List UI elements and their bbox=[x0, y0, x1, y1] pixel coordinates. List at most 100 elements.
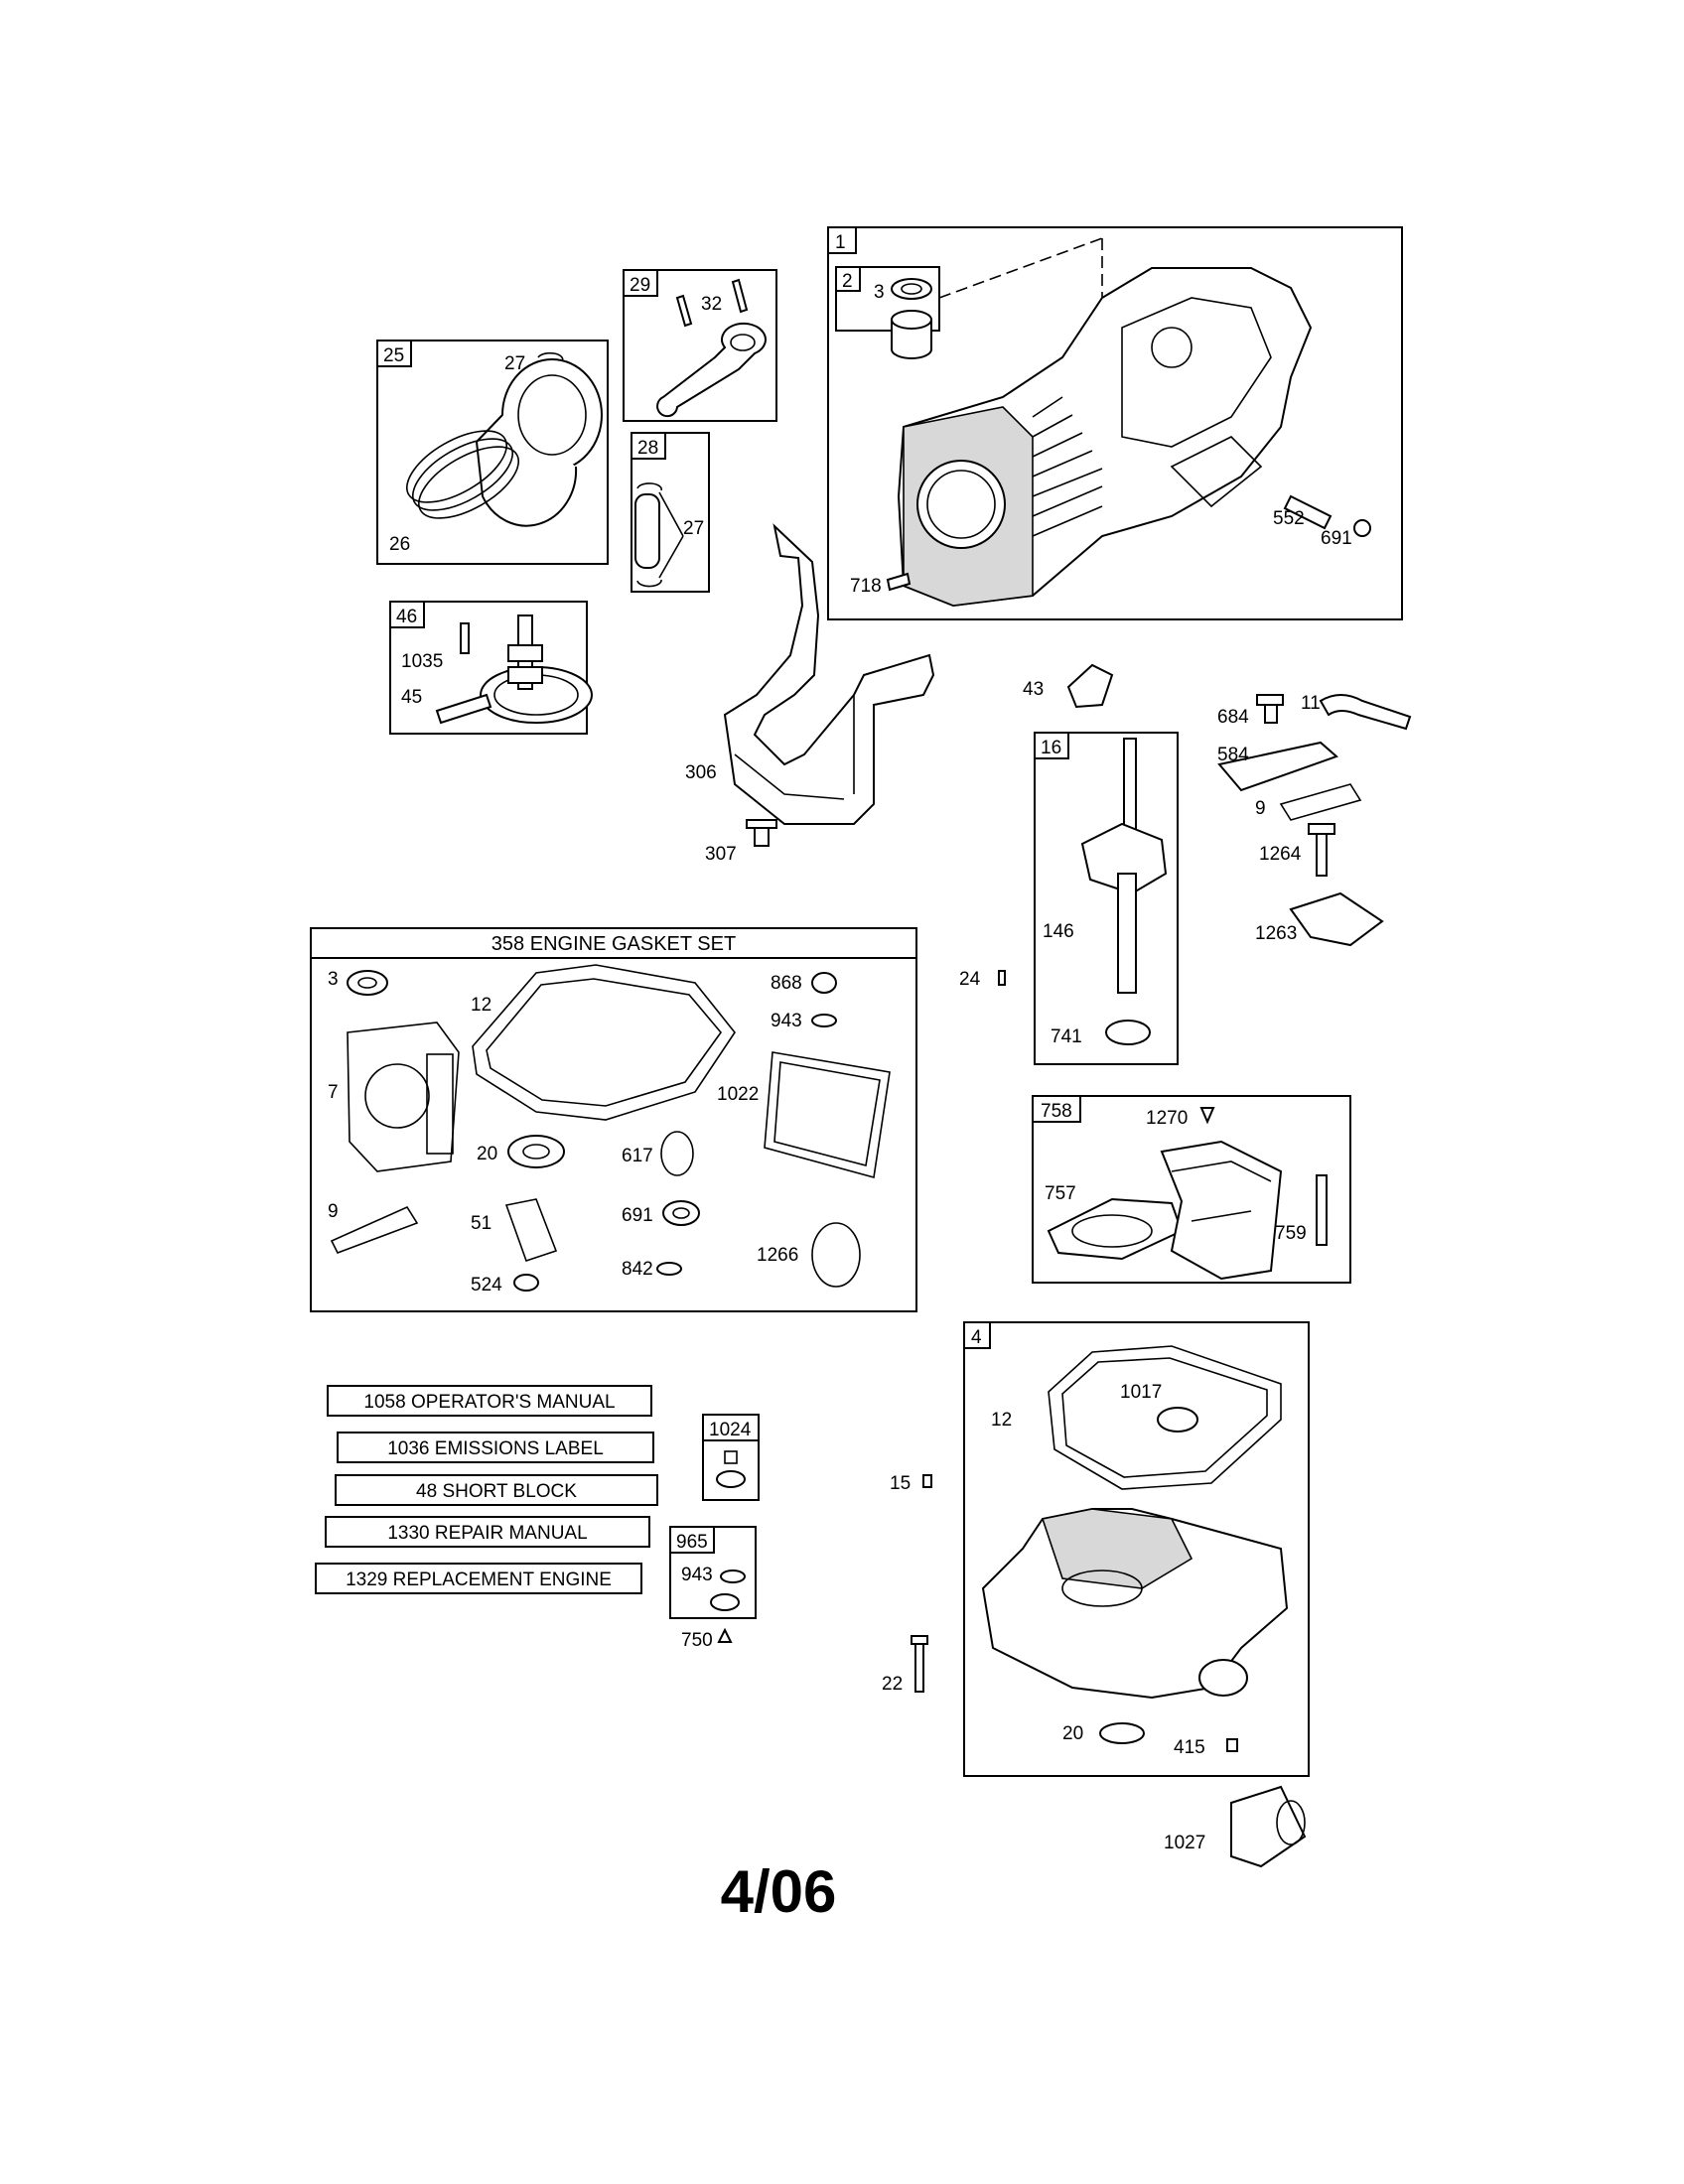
part-label-27: 27 bbox=[504, 353, 525, 374]
gasket-label-20: 20 bbox=[477, 1144, 497, 1164]
part-label-307: 307 bbox=[705, 844, 737, 865]
part-label-1035: 1035 bbox=[401, 651, 443, 672]
seal-ring-shape bbox=[891, 278, 932, 300]
blower-housing-306: 306 307 bbox=[685, 523, 935, 865]
breather-parts: 43 684 11 584 9 1264 1263 bbox=[1023, 663, 1412, 947]
part-label-26: 26 bbox=[389, 534, 410, 555]
governor-plate-shape bbox=[1047, 1197, 1184, 1261]
part-label-584: 584 bbox=[1217, 745, 1249, 765]
part-label-27b: 27 bbox=[683, 518, 704, 539]
box-1-label: 1 bbox=[835, 232, 846, 253]
part-label-32: 32 bbox=[701, 294, 722, 315]
governor-bracket-shape bbox=[1160, 1140, 1283, 1281]
gasket-label-1022: 1022 bbox=[717, 1084, 759, 1105]
part-label-741: 741 bbox=[1051, 1026, 1082, 1047]
box-1024: 1024 bbox=[702, 1414, 760, 1501]
box-2-label: 2 bbox=[842, 271, 853, 292]
manual-items-list: 1058 OPERATOR'S MANUAL 1036 EMISSIONS LA… bbox=[315, 1385, 658, 1594]
box-4-crankcase-cover: 4 12 1017 20 415 bbox=[963, 1321, 1310, 1777]
piston-pin-shape bbox=[634, 493, 660, 569]
box-28-piston-pin: 28 27 bbox=[631, 432, 710, 593]
governor-lever-shape bbox=[1066, 663, 1114, 709]
sump-gasket-shape bbox=[1048, 1345, 1282, 1490]
governor-pin-shape bbox=[1316, 1174, 1328, 1246]
manual-item-replacement-engine: 1329 REPLACEMENT ENGINE bbox=[346, 1570, 612, 1590]
box-1-cylinder-assembly: 1 2 3 552 691 718 bbox=[827, 226, 1403, 620]
manual-item-short-block: 48 SHORT BLOCK bbox=[416, 1481, 577, 1502]
manual-item-emissions-label: 1036 EMISSIONS LABEL bbox=[387, 1438, 604, 1459]
valve-cover-gasket-shape bbox=[764, 1051, 891, 1179]
gasket-set-358: 358 ENGINE GASKET SET 3 12 7 20 9 51 524… bbox=[310, 927, 917, 1312]
box-16-crankshaft: 16 146 741 bbox=[1034, 732, 1179, 1065]
blower-housing-shape bbox=[723, 523, 935, 825]
gasket-label-524: 524 bbox=[471, 1275, 502, 1296]
gasket-set-title: 358 ENGINE GASKET SET bbox=[491, 933, 736, 955]
gasket-label-691: 691 bbox=[622, 1205, 653, 1226]
part-label-43: 43 bbox=[1023, 679, 1044, 700]
box-16-label: 16 bbox=[1041, 738, 1061, 758]
part-label-1027: 1027 bbox=[1164, 1833, 1205, 1853]
manual-item-operators-manual: 1058 OPERATOR'S MANUAL bbox=[363, 1392, 615, 1413]
part-label-306: 306 bbox=[685, 762, 717, 783]
crankcase-gasket-shape bbox=[472, 964, 736, 1121]
part-label-1264: 1264 bbox=[1259, 844, 1302, 865]
part-label-415: 415 bbox=[1174, 1737, 1205, 1758]
oil-filter-1027: 1027 bbox=[1164, 1785, 1307, 1868]
part-label-1017: 1017 bbox=[1120, 1382, 1162, 1403]
gasket-label-842: 842 bbox=[622, 1259, 653, 1280]
cylinder-sleeve-shape bbox=[891, 319, 932, 359]
breather-body-shape bbox=[1289, 891, 1384, 947]
part-label-20b: 20 bbox=[1062, 1723, 1083, 1744]
part-label-757: 757 bbox=[1045, 1183, 1076, 1204]
piston-ring-shape bbox=[405, 430, 508, 503]
gasket-label-9: 9 bbox=[328, 1201, 339, 1222]
part-label-45: 45 bbox=[401, 687, 422, 708]
gasket-label-1266: 1266 bbox=[757, 1245, 798, 1266]
part-label-146: 146 bbox=[1043, 921, 1074, 942]
part-label-9: 9 bbox=[1255, 798, 1266, 819]
connecting-rod-shape bbox=[656, 323, 768, 418]
box-46-camshaft: 46 1035 45 bbox=[389, 601, 593, 735]
part-label-684: 684 bbox=[1217, 707, 1249, 728]
part-label-11: 11 bbox=[1301, 693, 1321, 714]
box-4-label: 4 bbox=[971, 1327, 982, 1348]
date-code: 4/06 bbox=[721, 1858, 837, 1925]
box-46-label: 46 bbox=[396, 607, 417, 627]
box-758-governor: 758 1270 757 759 bbox=[1032, 1095, 1351, 1284]
box-965: 965 943 bbox=[669, 1526, 757, 1619]
part-label-750: 750 bbox=[681, 1630, 713, 1651]
part-label-1263: 1263 bbox=[1255, 923, 1297, 944]
breather-cover-shape bbox=[1217, 741, 1338, 792]
breather-tube-shape bbox=[1319, 694, 1412, 731]
gasket-label-7: 7 bbox=[328, 1082, 339, 1103]
crank-gear-shape bbox=[1105, 1020, 1151, 1045]
part-label-15: 15 bbox=[890, 1473, 911, 1494]
box-29-connecting-rod: 29 32 bbox=[623, 269, 777, 422]
part-label-759: 759 bbox=[1275, 1223, 1307, 1244]
box-29-label: 29 bbox=[630, 275, 650, 296]
part-label-552: 552 bbox=[1273, 508, 1305, 529]
part-label-718: 718 bbox=[850, 576, 882, 597]
box-965-label: 965 bbox=[676, 1532, 708, 1553]
box-1024-label: 1024 bbox=[709, 1420, 752, 1440]
oil-filter-shape bbox=[1230, 1785, 1307, 1868]
part-label-691: 691 bbox=[1321, 528, 1352, 549]
box-25-label: 25 bbox=[383, 345, 404, 366]
gasket-label-617: 617 bbox=[622, 1146, 653, 1166]
gasket-label-51: 51 bbox=[471, 1213, 491, 1234]
part-label-3: 3 bbox=[874, 282, 885, 303]
box-28-label: 28 bbox=[637, 438, 658, 459]
box-25-piston-assembly: 25 27 26 bbox=[376, 340, 609, 565]
gasket-label-868: 868 bbox=[771, 973, 802, 994]
box-758-label: 758 bbox=[1041, 1101, 1072, 1122]
manual-item-repair-manual: 1330 REPAIR MANUAL bbox=[387, 1523, 587, 1544]
part-label-22: 22 bbox=[882, 1674, 903, 1695]
gasket-label-12: 12 bbox=[471, 995, 491, 1016]
head-gasket-shape bbox=[347, 1022, 460, 1172]
part-label-1270: 1270 bbox=[1146, 1108, 1188, 1129]
gasket-label-3: 3 bbox=[328, 969, 339, 990]
part-label-24: 24 bbox=[959, 969, 981, 990]
dowel-pin-shape bbox=[1283, 494, 1333, 530]
crankshaft-shape bbox=[1123, 738, 1137, 831]
